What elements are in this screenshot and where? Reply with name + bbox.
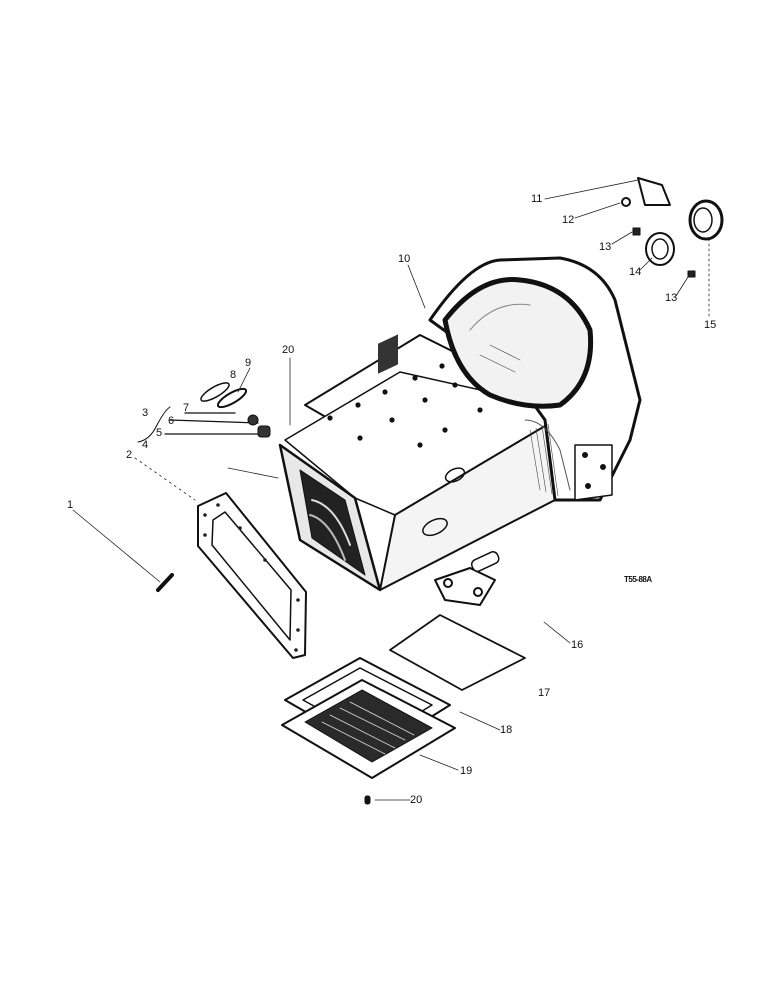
callout-13b: 13 [665,292,678,304]
callout-4: 4 [142,439,149,451]
callout-7: 7 [183,402,190,414]
callout-19: 19 [460,765,473,777]
oil-pan [281,679,456,779]
callout-10: 10 [398,253,411,265]
callout-2: 2 [126,449,133,461]
callout-17: 17 [538,687,551,699]
callout-1: 1 [67,499,74,511]
callout-5: 5 [156,427,163,439]
callout-18: 18 [500,724,513,736]
callout-15: 15 [704,319,717,331]
callout-12: 12 [562,214,575,226]
callout-6: 6 [168,415,175,427]
gasket-left [197,492,307,659]
leader-lines [72,179,710,801]
callout-20b: 20 [410,794,423,806]
callout-11: 11 [531,193,543,205]
shift-bracket [434,551,500,606]
shift-parts [137,382,271,443]
callout-8: 8 [230,369,237,381]
callout-16: 16 [571,639,584,651]
callout-20a: 20 [282,344,295,356]
callout-9: 9 [245,357,252,369]
callout-3: 3 [142,407,149,419]
clutch-components [621,177,724,278]
cover-plate [389,614,526,691]
bell-housing [428,256,642,502]
callout-14: 14 [629,266,642,278]
figure-reference-code: T55-88A [624,575,652,584]
callout-13a: 13 [599,241,612,253]
drain-plug [364,795,371,805]
dowel-pin [156,573,174,592]
